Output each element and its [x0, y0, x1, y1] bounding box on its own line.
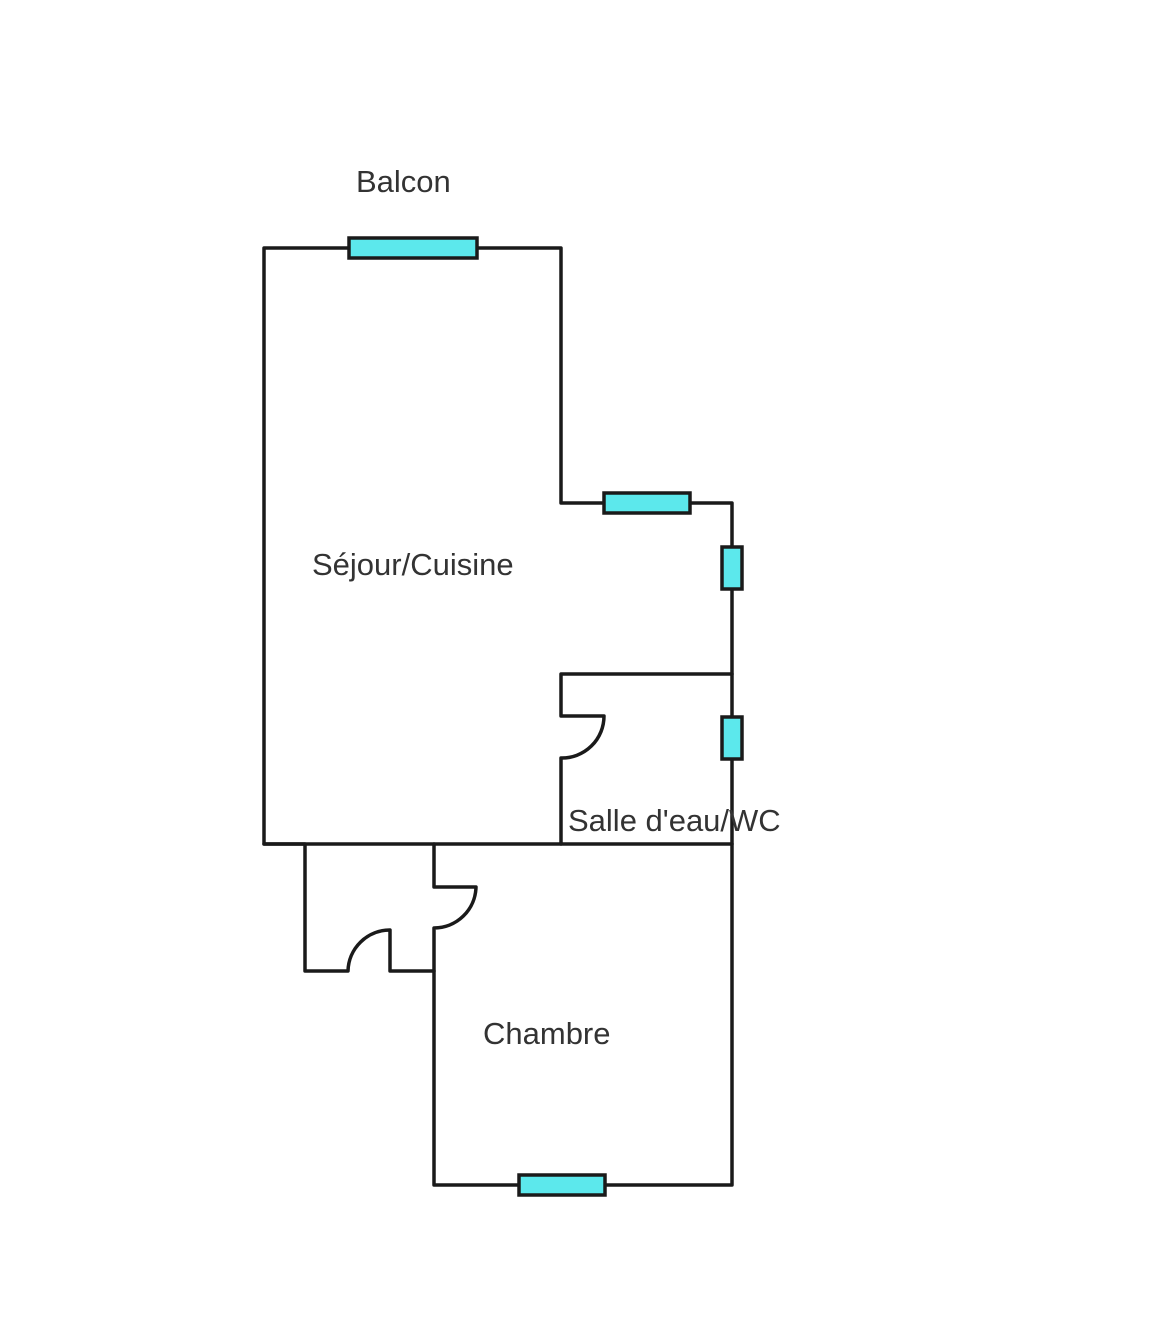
- label-balcon: Balcon: [356, 164, 451, 199]
- window-sejour-right: [720, 545, 744, 591]
- window-sejour-top: [602, 491, 692, 515]
- windows: [347, 236, 744, 1197]
- window-bathroom: [720, 715, 744, 761]
- label-chambre: Chambre: [483, 1016, 611, 1051]
- entry-walls: [262, 842, 436, 973]
- label-sejour-cuisine: Séjour/Cuisine: [312, 547, 514, 582]
- exterior-walls: [262, 246, 734, 1187]
- bathroom-walls: [559, 672, 734, 846]
- window-balcon: [347, 236, 479, 260]
- window-chambre: [517, 1173, 607, 1197]
- label-salle-eau-wc: Salle d'eau/WC: [568, 803, 781, 838]
